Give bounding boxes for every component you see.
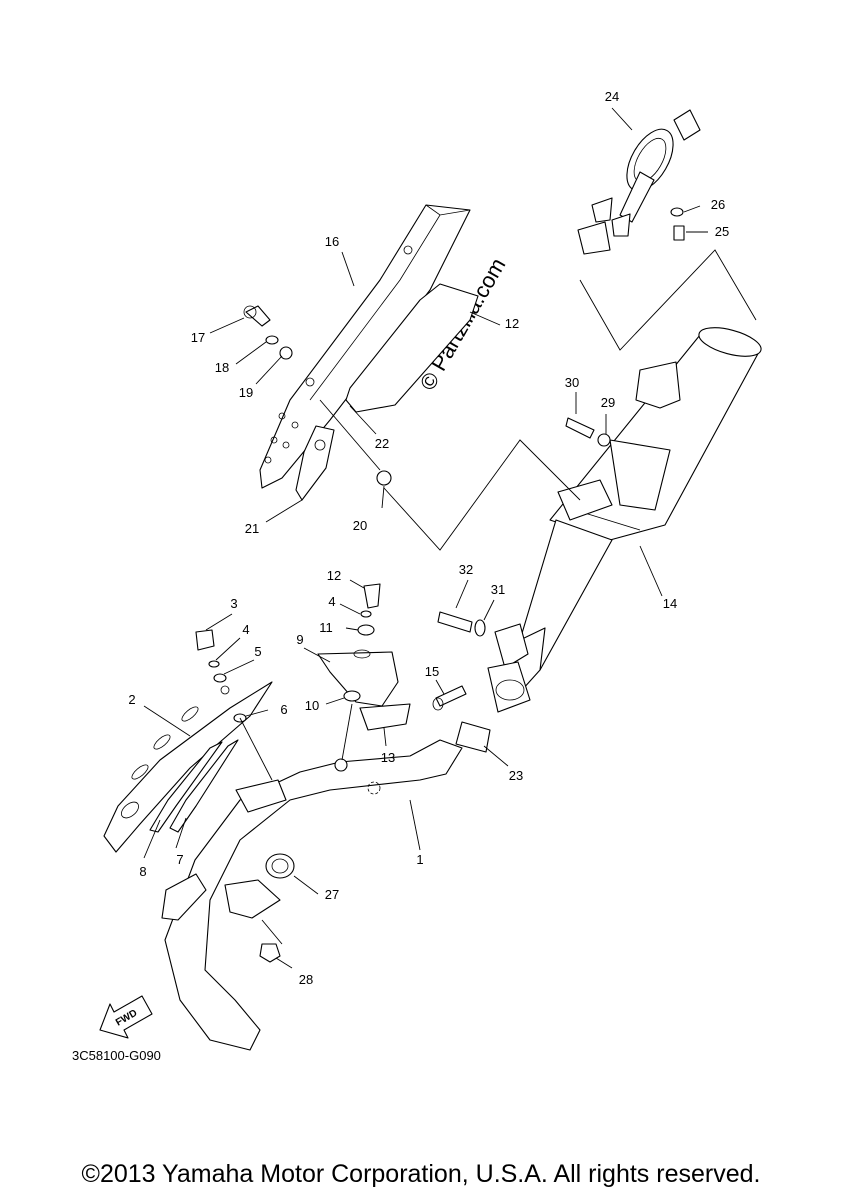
callout-25: 25 (715, 224, 729, 239)
callout-1: 1 (416, 852, 423, 867)
callout-13: 13 (381, 750, 395, 765)
callout-9: 9 (296, 632, 303, 647)
callout-22: 22 (375, 436, 389, 451)
bolt-3 (195, 629, 215, 651)
callout-6: 6 (280, 702, 287, 717)
callout-2: 2 (128, 692, 135, 707)
callout-17: 17 (191, 330, 205, 345)
exhaust-pipe-1 (161, 739, 463, 1051)
callout-31: 31 (491, 582, 505, 597)
gasket-27 (265, 853, 295, 879)
washer-4a (208, 660, 220, 668)
collar-19 (279, 346, 293, 360)
callout-30: 30 (565, 375, 579, 390)
callout-8: 8 (139, 864, 146, 879)
fwd-arrow: FWD (99, 995, 153, 1039)
collar-11 (357, 624, 375, 636)
callout-28: 28 (299, 972, 313, 987)
callout-10: 10 (305, 698, 319, 713)
callout-3: 3 (230, 596, 237, 611)
callout-5: 5 (254, 644, 261, 659)
washer-26 (670, 207, 684, 217)
bolt-30 (565, 417, 595, 439)
bolt-25 (673, 225, 685, 241)
callout-20: 20 (353, 518, 367, 533)
callout-labels: 24 26 25 16 12 17 18 19 30 29 22 20 21 3… (128, 89, 729, 987)
tailpipe-end (577, 109, 701, 255)
callout-23: 23 (509, 768, 523, 783)
washer-18 (265, 335, 279, 345)
bolt-12 (363, 583, 381, 609)
callout-12: 12 (505, 316, 519, 331)
diagram-code: 3C58100-G090 (72, 1048, 161, 1063)
callout-14: 14 (663, 596, 677, 611)
muffler-14 (519, 327, 762, 671)
callout-27: 27 (325, 887, 339, 902)
heat-protector-13 (359, 703, 411, 731)
callout-24: 24 (605, 89, 619, 104)
washer-31 (474, 619, 486, 637)
callout-26: 26 (711, 197, 725, 212)
plate-8 (149, 741, 223, 833)
callout-12b: 12 (327, 568, 341, 583)
washer-4b (360, 610, 372, 618)
callout-4a: 4 (242, 622, 249, 637)
heat-cover-16 (259, 204, 471, 489)
bolt-32 (437, 611, 473, 633)
callout-29: 29 (601, 395, 615, 410)
callout-18: 18 (215, 360, 229, 375)
collar-10 (343, 690, 361, 702)
leader-lines (143, 107, 757, 969)
bolt-17 (245, 305, 271, 327)
callout-16: 16 (325, 234, 339, 249)
washer-29 (597, 433, 611, 447)
callout-21: 21 (245, 521, 259, 536)
callout-7: 7 (176, 852, 183, 867)
callout-19: 19 (239, 385, 253, 400)
pipe-protector-2 (103, 681, 273, 853)
gasket-23 (455, 721, 491, 753)
plate-7 (169, 739, 239, 833)
callout-15: 15 (425, 664, 439, 679)
collar-5 (213, 673, 227, 683)
copyright-notice: ©2013 Yamaha Motor Corporation, U.S.A. A… (81, 1160, 761, 1188)
callout-11: 11 (319, 620, 333, 635)
grommet-20 (376, 470, 392, 486)
callout-4b: 4 (328, 594, 335, 609)
callout-32: 32 (459, 562, 473, 577)
bolt-15 (435, 685, 467, 707)
nut-28 (259, 943, 281, 963)
